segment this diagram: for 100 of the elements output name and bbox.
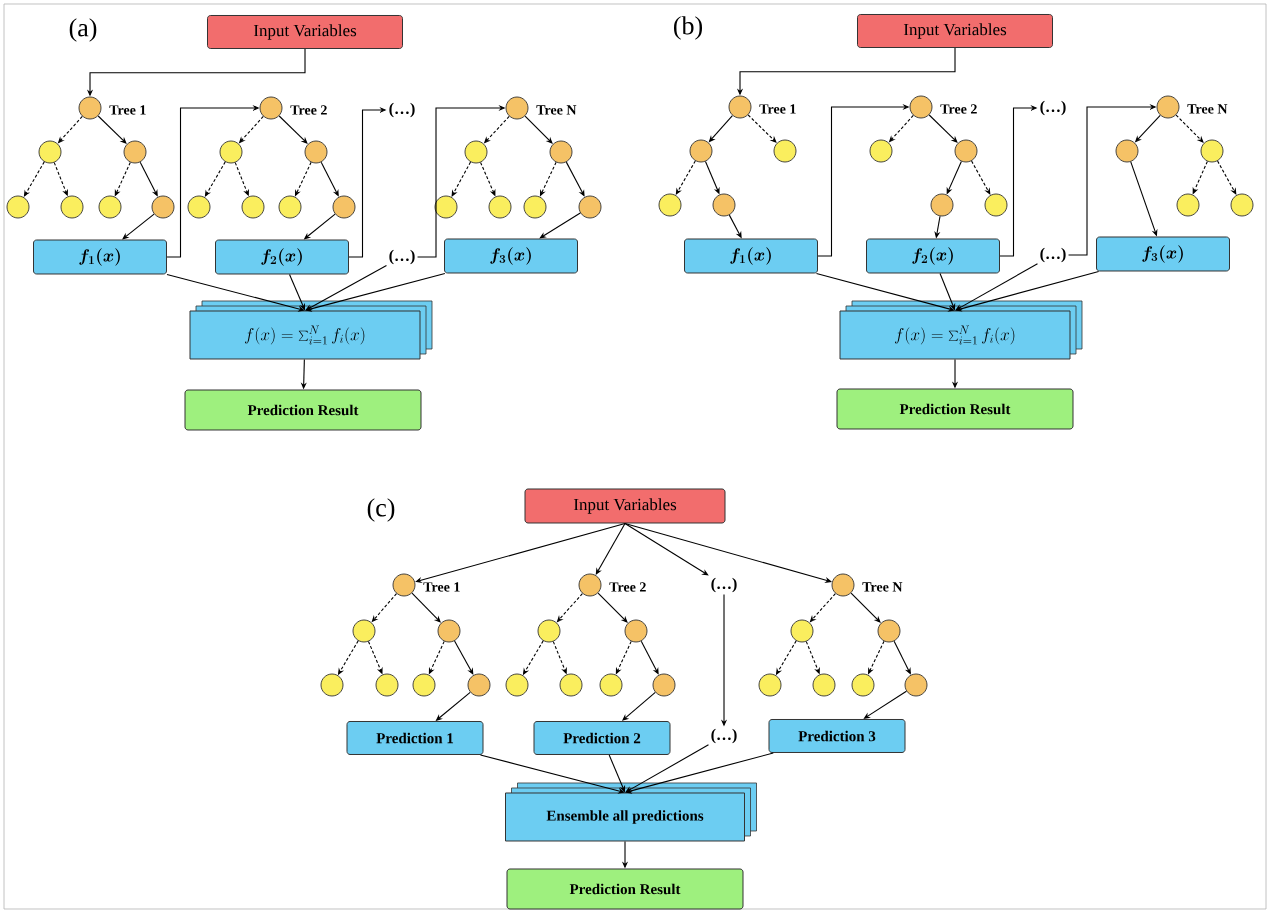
arrow bbox=[640, 640, 659, 675]
tree-node-circle bbox=[1156, 95, 1180, 119]
tree-label: Tree N bbox=[862, 582, 903, 592]
function-box: $f_{1}(x)$ bbox=[33, 239, 167, 275]
function-box: $f_{2}(x)$ bbox=[215, 239, 349, 275]
ellipsis-text: (…) bbox=[1040, 100, 1066, 116]
prediction-box: Prediction 3 bbox=[768, 719, 906, 753]
tree-label: Tree 2 bbox=[940, 104, 977, 114]
tree-node-circle bbox=[78, 96, 102, 120]
arrow bbox=[955, 263, 1039, 311]
result-box: Prediction Result bbox=[506, 868, 744, 910]
tree-node-circle bbox=[773, 139, 797, 163]
tree-node-circle bbox=[98, 195, 122, 219]
input-box: Input Variables bbox=[524, 488, 726, 524]
arrow bbox=[454, 640, 474, 675]
tree-node-circle bbox=[278, 195, 302, 219]
arrow bbox=[122, 213, 155, 240]
function-box: $f_{3}(x)$ bbox=[444, 238, 578, 274]
tree-node-circle bbox=[537, 619, 561, 643]
tree-node-circle bbox=[578, 195, 602, 219]
tree-node-circle bbox=[728, 95, 752, 119]
tree-node-circle bbox=[60, 195, 84, 219]
tree-node-circle bbox=[712, 193, 736, 217]
function-box: $f_{3}(x)$ bbox=[1096, 236, 1230, 272]
arrow bbox=[850, 592, 881, 623]
tree-node-circle bbox=[652, 673, 676, 697]
panel-label: (c) bbox=[367, 498, 395, 522]
tree-node-circle bbox=[689, 139, 713, 163]
tree-node-circle bbox=[437, 619, 461, 643]
tree-node-circle bbox=[559, 673, 583, 697]
arrow bbox=[320, 161, 339, 197]
arrow bbox=[451, 161, 472, 197]
tree-node-circle bbox=[467, 673, 491, 697]
tree-node-circle bbox=[877, 619, 901, 643]
tree-label: Tree N bbox=[536, 105, 577, 115]
tree-label: Tree 1 bbox=[109, 105, 146, 115]
tree-node-circle bbox=[954, 139, 978, 163]
arrow bbox=[166, 273, 305, 312]
function-box: $f_{2}(x)$ bbox=[866, 238, 1000, 274]
tree-node-circle bbox=[578, 573, 602, 597]
arrow bbox=[305, 265, 388, 311]
tree-node-circle bbox=[790, 619, 814, 643]
arrow bbox=[955, 270, 1100, 312]
arrow bbox=[139, 161, 158, 197]
tree-node-circle bbox=[320, 673, 344, 697]
arrow bbox=[97, 115, 127, 144]
arrow bbox=[305, 272, 446, 312]
tree-node-circle bbox=[599, 673, 623, 697]
arrow bbox=[539, 212, 581, 239]
tree-node-circle bbox=[412, 673, 436, 697]
tree-node-circle bbox=[488, 195, 512, 219]
arrow bbox=[415, 522, 626, 583]
tree-node-circle bbox=[930, 193, 954, 217]
tree-label: Tree 2 bbox=[290, 105, 327, 115]
prediction-box: Prediction 1 bbox=[346, 721, 484, 755]
tree-node-circle bbox=[505, 673, 529, 697]
arrow bbox=[893, 640, 911, 675]
tree-node-circle bbox=[869, 139, 893, 163]
panel-label: (a) bbox=[69, 18, 97, 42]
arrow bbox=[624, 522, 709, 576]
tree-label: Tree 2 bbox=[609, 582, 646, 592]
tree-node-circle bbox=[812, 673, 836, 697]
tree-node-circle bbox=[1200, 139, 1224, 163]
tree-node-circle bbox=[352, 619, 376, 643]
tree-node-circle bbox=[375, 673, 399, 697]
arrow bbox=[815, 272, 955, 312]
tree-node-circle bbox=[624, 619, 648, 643]
result-box: Prediction Result bbox=[184, 389, 422, 431]
prediction-box: Prediction 2 bbox=[533, 721, 671, 755]
arrow bbox=[524, 115, 553, 144]
ellipsis-text: (…) bbox=[1040, 247, 1066, 263]
arrow bbox=[863, 690, 907, 719]
tree-node-circle bbox=[1176, 193, 1200, 217]
tree-node-circle bbox=[464, 140, 488, 164]
tree-node-circle bbox=[332, 195, 356, 219]
tree-node-circle bbox=[219, 140, 243, 164]
tree-label: Tree N bbox=[1187, 104, 1228, 114]
arrow bbox=[1175, 114, 1204, 143]
tree-node-circle bbox=[304, 140, 328, 164]
tree-node-circle bbox=[241, 195, 265, 219]
arrow bbox=[747, 114, 777, 143]
tree-node-circle bbox=[6, 195, 30, 219]
input-box: Input Variables bbox=[207, 15, 403, 49]
tree-node-circle bbox=[392, 573, 416, 597]
input-box: Input Variables bbox=[857, 14, 1053, 48]
panel-label: (b) bbox=[674, 16, 702, 40]
arrow bbox=[971, 160, 991, 195]
tree-node-circle bbox=[123, 140, 147, 164]
tree-node-circle bbox=[38, 140, 62, 164]
arrow bbox=[1217, 160, 1237, 195]
tree-label: Tree 1 bbox=[759, 104, 796, 114]
arrow bbox=[625, 744, 710, 793]
ellipsis-text: (…) bbox=[711, 728, 737, 744]
tree-node-circle bbox=[187, 195, 211, 219]
tree-node-circle bbox=[851, 673, 875, 697]
function-box: $f_{1}(x)$ bbox=[684, 238, 818, 274]
tree-node-circle bbox=[523, 195, 547, 219]
tree-node-circle bbox=[151, 195, 175, 219]
stacked-sum-box: $f(x)=\sum_{i=1}^{N} f_{i}(x)$ bbox=[839, 300, 1083, 360]
tree-node-circle bbox=[904, 673, 928, 697]
